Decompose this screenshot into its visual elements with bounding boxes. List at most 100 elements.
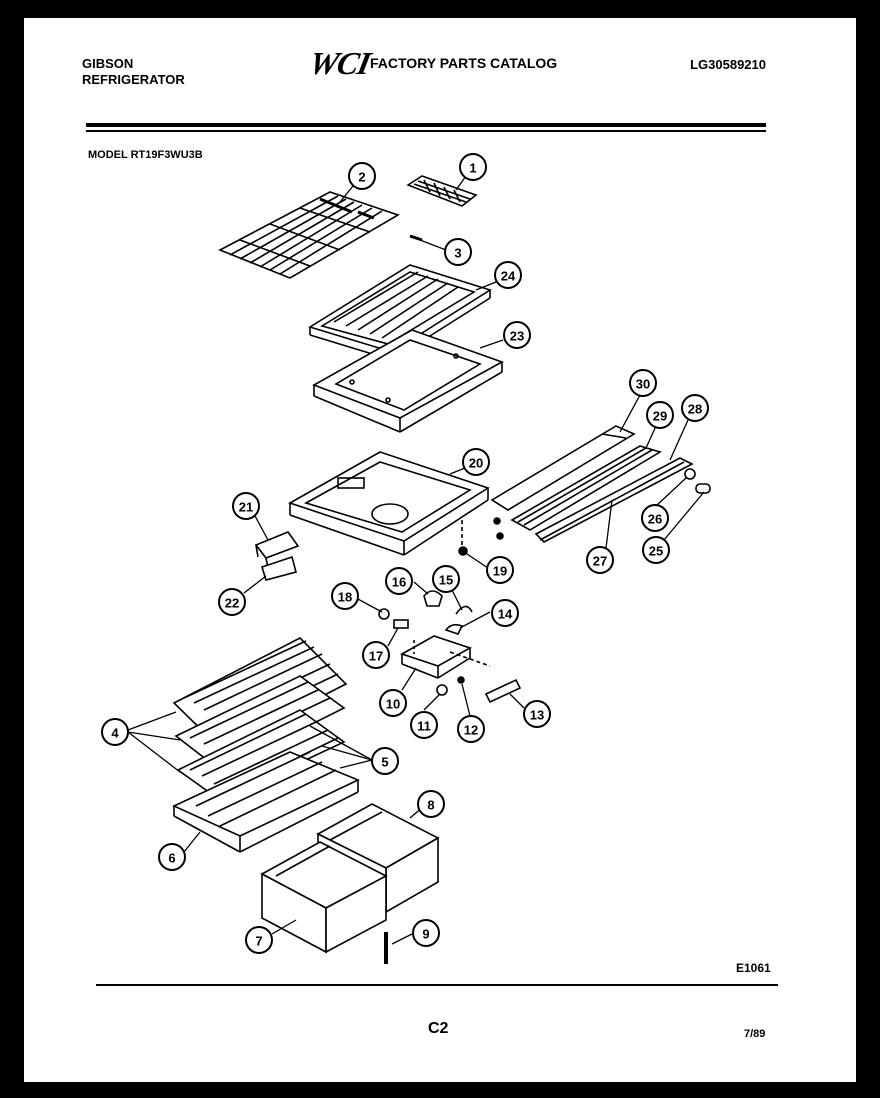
callout-label: 11 [417,719,431,734]
callout-26: 26 [641,504,669,532]
callout-circle [417,790,445,818]
callout-5: 5 [371,747,399,775]
callout-13: 13 [523,700,551,728]
callout-label: 27 [593,554,607,569]
callout-circle [362,641,390,669]
document-number: LG30589210 [690,57,766,72]
callout-circle [101,718,129,746]
part-3-drawing [409,234,423,242]
part-24-drawing [308,264,492,361]
callout-24: 24 [494,261,522,289]
callout-27: 27 [586,546,614,574]
part-30-drawing [490,425,636,511]
callout-circle [158,843,186,871]
part-6-drawing [172,751,360,853]
callout-circle [494,261,522,289]
callout-label: 14 [498,607,513,622]
callout-circle [491,599,519,627]
header-rule [86,123,766,127]
callout-label: 25 [649,544,663,559]
callout-label: 29 [653,409,667,424]
part-1-drawing [406,175,478,207]
header-rule-thin [86,130,766,132]
callout-circle [523,700,551,728]
callout-circle [379,689,407,717]
callout-label: 12 [464,723,478,738]
callout-20: 20 [462,448,490,476]
callout-label: 28 [688,402,702,417]
callout-label: 1 [469,161,476,176]
callout-8: 8 [417,790,445,818]
brand-block: GIBSON REFRIGERATOR [82,56,185,88]
callout-circle [444,238,472,266]
callout-circle [371,747,399,775]
callout-6: 6 [158,843,186,871]
callout-circle [459,153,487,181]
callout-circle [432,565,460,593]
callout-circle [462,448,490,476]
footer-rule [96,984,778,986]
part-15-drawing [455,605,473,615]
callout-label: 5 [381,755,388,770]
callout-circle [385,567,413,595]
callout-label: 10 [386,697,400,712]
callout-circle [586,546,614,574]
catalog-date: 7/89 [744,1028,766,1040]
callout-30: 30 [629,369,657,397]
part-12-drawing [457,676,465,684]
part-20-drawing [288,451,490,556]
callout-label: 3 [454,246,461,261]
callout-label: 22 [225,596,239,611]
callout-14: 14 [491,599,519,627]
callout-2: 2 [348,162,376,190]
part-16-drawing [423,590,443,607]
catalog-title: FACTORY PARTS CATALOG [370,55,558,71]
part-22-drawing [261,555,297,581]
callout-label: 13 [530,708,544,723]
callout-circle [348,162,376,190]
page-code: C2 [428,1020,449,1037]
brand-name: GIBSON [82,56,134,71]
callout-label: 9 [422,927,429,942]
callout-21: 21 [232,492,260,520]
callout-12: 12 [457,715,485,743]
part-29-drawing [493,445,662,540]
callout-label: 24 [501,269,516,284]
part-13-drawing [484,678,522,704]
callout-18: 18 [331,582,359,610]
callout-label: 17 [369,649,383,664]
part-2-drawing [218,191,400,279]
callout-circle [245,926,273,954]
callout-25: 25 [642,536,670,564]
callout-29: 29 [646,401,674,429]
callout-11: 11 [410,711,438,739]
callout-circle [218,588,246,616]
callout-19: 19 [486,556,514,584]
callout-circle [486,556,514,584]
callout-circle [503,321,531,349]
part-26-drawing [684,468,696,480]
callout-circle [331,582,359,610]
callout-label: 21 [239,500,253,515]
product-type: REFRIGERATOR [82,72,185,87]
callout-22: 22 [218,588,246,616]
callout-9: 9 [412,919,440,947]
part-10-drawing [400,635,491,679]
part-7-drawing [260,841,388,954]
callout-label: 30 [636,377,650,392]
callout-17: 17 [362,641,390,669]
callout-label: 4 [111,726,119,741]
callout-label: 7 [255,934,262,949]
callout-circle [232,492,260,520]
callout-label: 20 [469,456,483,471]
callout-circle [681,394,709,422]
part-17-drawing [393,619,409,629]
part-11-drawing [436,684,448,696]
callout-10: 10 [379,689,407,717]
callout-label: 18 [338,590,352,605]
callout-label: 26 [648,512,662,527]
callout-label: 23 [510,329,524,344]
model-label: MODEL RT19F3WU3B [88,149,203,161]
